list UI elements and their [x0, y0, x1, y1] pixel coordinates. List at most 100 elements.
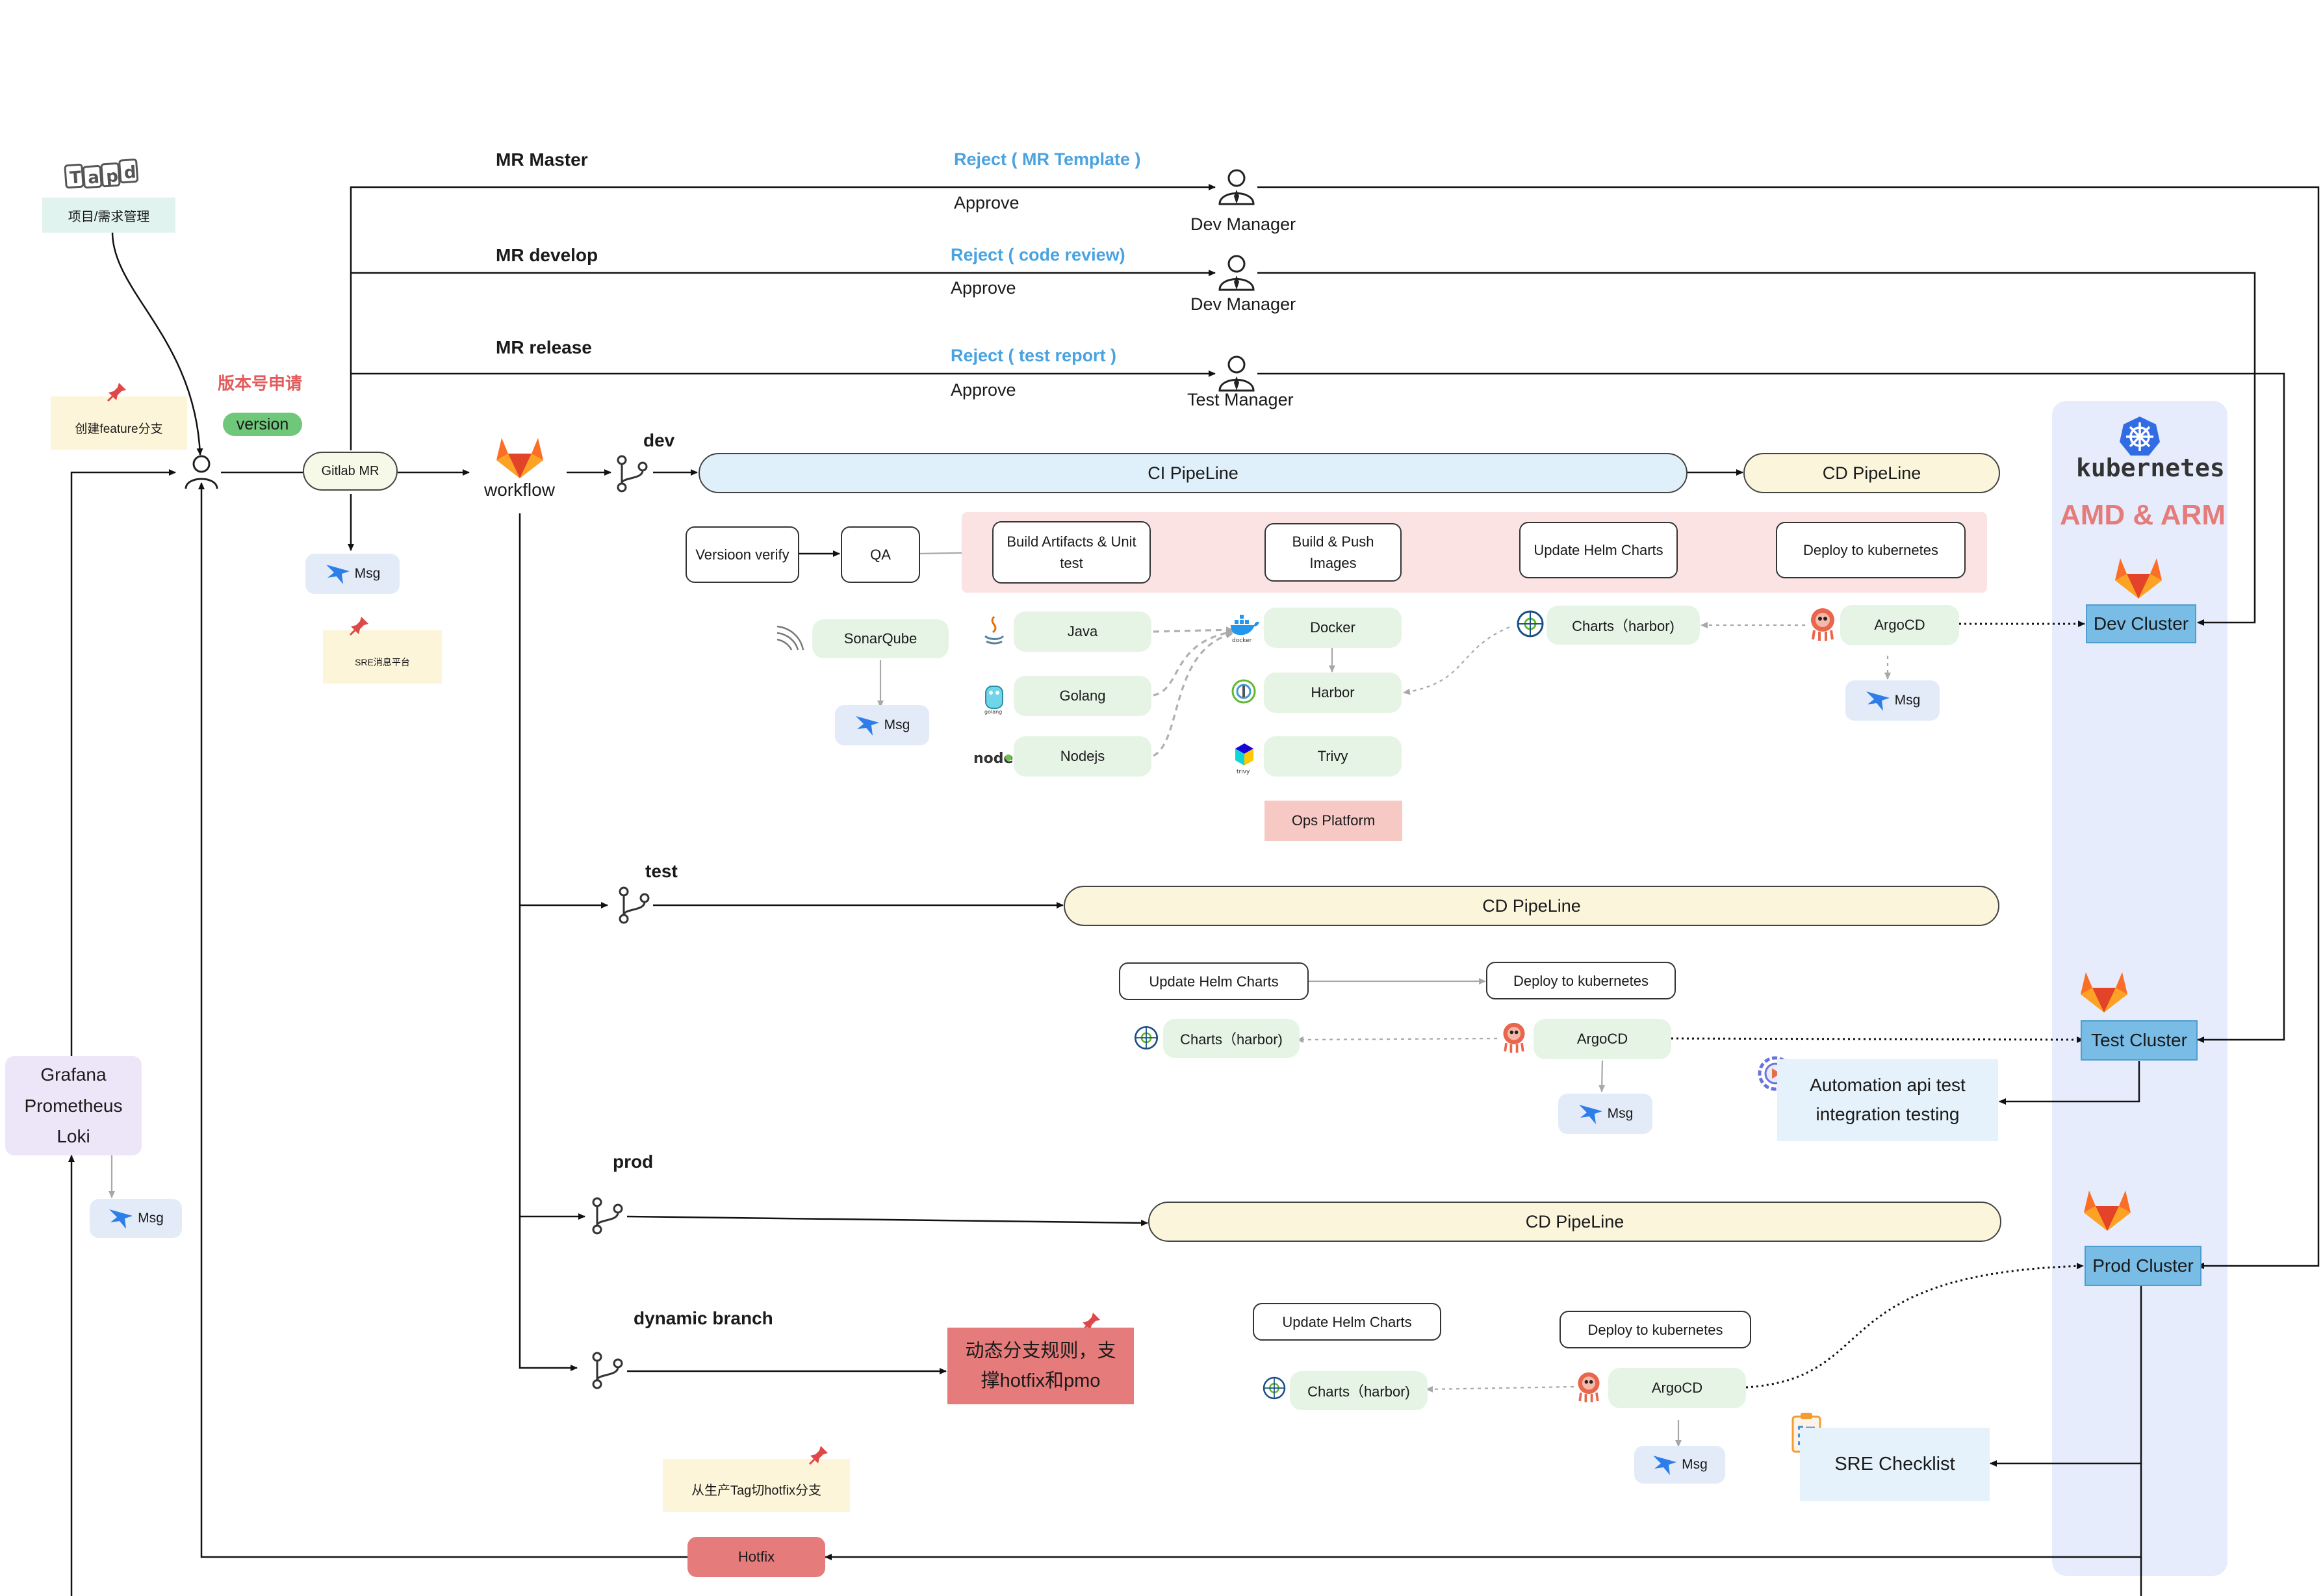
- msg-bird-icon: [326, 565, 350, 584]
- harbor-node[interactable]: Harbor: [1264, 673, 1402, 713]
- msg-label: Msg: [1894, 693, 1921, 708]
- gitlab-icon: [496, 438, 543, 478]
- tapd-label: 项目/需求管理: [42, 198, 175, 233]
- branch-test-label: test: [645, 861, 678, 881]
- msg-gitlab: Msg: [305, 554, 400, 594]
- user-icon: [185, 455, 218, 489]
- manager-icon: [1218, 255, 1255, 291]
- kubernetes-wordmark: kubernetes: [2076, 454, 2225, 482]
- step-version-verify[interactable]: Versioon verify: [686, 526, 799, 583]
- version-badge[interactable]: version: [223, 413, 302, 436]
- msg-label: Msg: [1682, 1457, 1708, 1472]
- step-deploy-kubernetes[interactable]: Deploy to kubernetes: [1776, 522, 1966, 578]
- argocd-icon: [1578, 1372, 1600, 1402]
- msg-monitoring: Msg: [90, 1199, 182, 1238]
- trivy-icon: trivy: [1235, 743, 1253, 775]
- manager-icon: [1218, 355, 1255, 392]
- dev-charts-node[interactable]: Charts（harbor): [1547, 606, 1700, 645]
- msg-bird-icon: [855, 716, 879, 736]
- msg-label: Msg: [884, 717, 910, 732]
- dynamic-branch-rule: 动态分支规则，支撑hotfix和pmo: [947, 1328, 1134, 1404]
- sonarqube-icon: [776, 625, 804, 650]
- pin-icon: [349, 617, 368, 636]
- gitlab-icon: [2081, 972, 2127, 1012]
- test-update-helm[interactable]: Update Helm Charts: [1119, 962, 1309, 1000]
- ops-platform-node[interactable]: Ops Platform: [1264, 801, 1402, 841]
- svg-text:d: d: [123, 162, 137, 183]
- dev-ci-pipeline[interactable]: CI PipeLine: [699, 453, 1688, 493]
- branch-dev-label: dev: [643, 430, 675, 450]
- monitoring-grafana: Grafana: [40, 1064, 107, 1085]
- msg-label: Msg: [1607, 1106, 1634, 1121]
- mr-release-title: MR release: [496, 337, 592, 357]
- harbor-icon: [1231, 679, 1256, 704]
- msg-bird-icon: [1578, 1105, 1602, 1124]
- java-node[interactable]: Java: [1014, 611, 1151, 652]
- prod-charts-node[interactable]: Charts（harbor): [1290, 1371, 1428, 1410]
- argocd-icon: [1503, 1022, 1525, 1053]
- test-argocd-node[interactable]: ArgoCD: [1534, 1019, 1671, 1059]
- svg-text:docker: docker: [1232, 637, 1252, 643]
- mr-develop-title: MR develop: [496, 245, 598, 265]
- mr-master-approver: Dev Manager: [1190, 214, 1296, 234]
- workflow-label: workflow: [484, 480, 555, 500]
- msg-dev-argocd: Msg: [1845, 680, 1940, 721]
- msg-bird-icon: [1653, 1456, 1677, 1475]
- hotfix-from-tag-note: 从生产Tag切hotfix分支: [663, 1459, 850, 1512]
- mr-master-title: MR Master: [496, 149, 588, 170]
- prod-cd-pipeline[interactable]: CD PipeLine: [1148, 1202, 2001, 1242]
- sonarqube-node[interactable]: SonarQube: [812, 619, 949, 658]
- branch-icon: [617, 455, 648, 493]
- prod-update-helm[interactable]: Update Helm Charts: [1253, 1303, 1441, 1341]
- dev-argocd-node[interactable]: ArgoCD: [1840, 605, 1959, 645]
- step-build-push-images[interactable]: Build & Push Images: [1264, 523, 1402, 582]
- feature-branch-note: 创建feature分支: [51, 396, 187, 450]
- golang-node[interactable]: Golang: [1014, 676, 1151, 716]
- mr-release-reject: Reject ( test report ): [951, 346, 1117, 365]
- sre-checklist-node[interactable]: SRE Checklist: [1800, 1428, 1990, 1501]
- sre-msg-platform-note: SRE消息平台: [323, 630, 442, 684]
- mr-develop-reject: Reject ( code review): [951, 245, 1125, 264]
- step-update-helm-charts[interactable]: Update Helm Charts: [1519, 522, 1678, 578]
- msg-label: Msg: [138, 1211, 164, 1226]
- mr-release-approver: Test Manager: [1187, 390, 1294, 409]
- prod-deploy-kubernetes[interactable]: Deploy to kubernetes: [1559, 1311, 1751, 1348]
- mr-master-approve: Approve: [954, 193, 1020, 212]
- manager-icon: [1218, 169, 1255, 205]
- prod-cluster[interactable]: Prod Cluster: [2085, 1246, 2201, 1286]
- svg-text:golang: golang: [984, 709, 1002, 715]
- step-qa[interactable]: QA: [841, 526, 920, 583]
- test-deploy-kubernetes[interactable]: Deploy to kubernetes: [1486, 962, 1676, 999]
- golang-icon: golang: [984, 686, 1003, 715]
- branch-icon: [619, 886, 650, 924]
- prod-argocd-node[interactable]: ArgoCD: [1608, 1368, 1746, 1408]
- java-icon: [984, 615, 1005, 645]
- version-apply-title: 版本号申请: [218, 374, 303, 393]
- nodejs-node[interactable]: Nodejs: [1014, 736, 1151, 777]
- docker-node[interactable]: Docker: [1264, 608, 1402, 648]
- dev-cd-pipeline[interactable]: CD PipeLine: [1743, 453, 2000, 493]
- gitlab-mr-node[interactable]: Gitlab MR: [303, 452, 398, 491]
- branch-icon: [592, 1197, 623, 1235]
- gitlab-icon: [2084, 1191, 2131, 1231]
- argocd-icon: [1811, 608, 1834, 641]
- hotfix-node[interactable]: Hotfix: [687, 1537, 825, 1577]
- pin-icon: [808, 1446, 828, 1465]
- test-cd-pipeline[interactable]: CD PipeLine: [1064, 886, 1999, 926]
- test-cluster[interactable]: Test Cluster: [2081, 1020, 2198, 1061]
- svg-text:T: T: [69, 168, 82, 188]
- msg-label: Msg: [354, 566, 381, 581]
- nodejs-icon: node: [973, 751, 1012, 767]
- svg-text:a: a: [87, 168, 100, 188]
- dev-cluster[interactable]: Dev Cluster: [2086, 604, 2196, 643]
- automation-testing-node[interactable]: Automation api test integration testing: [1777, 1059, 1998, 1141]
- step-build-artifacts[interactable]: Build Artifacts & Unit test: [992, 521, 1151, 584]
- tapd-logo: T a p d: [64, 159, 139, 189]
- gitlab-icon: [2115, 558, 2162, 598]
- test-charts-node[interactable]: Charts（harbor): [1163, 1019, 1300, 1058]
- msg-bird-icon: [109, 1209, 133, 1229]
- mr-release-approve: Approve: [951, 380, 1016, 400]
- trivy-node[interactable]: Trivy: [1264, 736, 1402, 777]
- mr-master-reject: Reject ( MR Template ): [954, 149, 1141, 169]
